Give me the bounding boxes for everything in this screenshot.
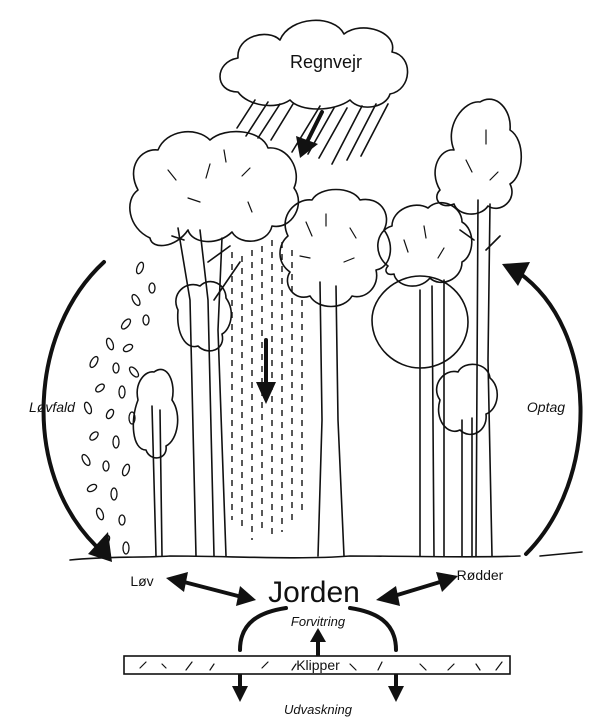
forest-trees xyxy=(130,99,521,556)
leaves-soil-arrow xyxy=(166,572,256,606)
soil-roots-arrow xyxy=(376,572,458,606)
ground-line xyxy=(70,552,582,560)
rain-label: Regnvejr xyxy=(290,52,362,72)
roots-label: Rødder xyxy=(457,567,504,583)
falling-leaves xyxy=(80,261,155,554)
leaf-fall-label: Løvfald xyxy=(29,399,76,415)
leaves-label: Løv xyxy=(130,573,153,589)
weathering-label: Forvitring xyxy=(291,614,346,629)
canopy-rain-arrow xyxy=(256,340,276,404)
leaching-label: Udvaskning xyxy=(284,702,353,717)
soil-label: Jorden xyxy=(268,576,360,609)
uptake-label: Optag xyxy=(527,399,565,415)
rocks-label: Klipper xyxy=(296,657,340,673)
